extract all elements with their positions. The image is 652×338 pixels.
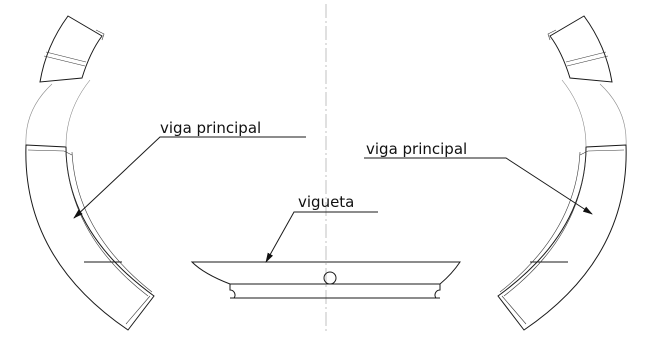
left-lower-segment-flange-2 (71, 151, 153, 293)
right-lower-segment-top-cap (579, 149, 625, 156)
left-upper-segment (39, 15, 103, 83)
left-beam-leader (73, 136, 306, 219)
left-upper-segment-joint (45, 51, 87, 63)
right-reference-arc-inner (561, 79, 587, 147)
right-lower-segment-end (501, 295, 527, 325)
right-upper-segment-joint-2 (566, 55, 609, 67)
left-lower-segment (25, 144, 155, 331)
left-reference-arc-outer (25, 83, 53, 147)
left-lower-segment-flange (65, 152, 149, 297)
left-upper-segment-lip (95, 29, 105, 41)
left-upper-segment-joint-2 (43, 55, 86, 67)
joist-leader (265, 211, 378, 263)
left-lower-segment-end (125, 295, 151, 325)
right-upper-segment (549, 15, 613, 83)
right-lower-segment-flange-2 (499, 151, 581, 293)
joist-right-notch (434, 284, 441, 299)
right-upper-segment-lip (547, 29, 557, 41)
right-beam-leader (364, 157, 593, 215)
right-beam-label: viga principal (366, 140, 467, 158)
joist-bolt-hole (323, 271, 337, 285)
left-ring (25, 15, 155, 331)
right-lower-segment (497, 144, 627, 331)
right-ring (497, 15, 627, 331)
left-reference-arc-inner (65, 79, 91, 147)
left-beam-label: viga principal (160, 119, 261, 137)
joist (190, 261, 461, 299)
right-upper-segment-joint (565, 51, 607, 63)
joist-label: vigueta (298, 193, 354, 211)
right-reference-arc-outer (599, 83, 627, 147)
joist-left-notch (229, 284, 236, 299)
left-lower-segment-top-cap (27, 149, 73, 156)
right-lower-segment-flange (503, 152, 587, 297)
